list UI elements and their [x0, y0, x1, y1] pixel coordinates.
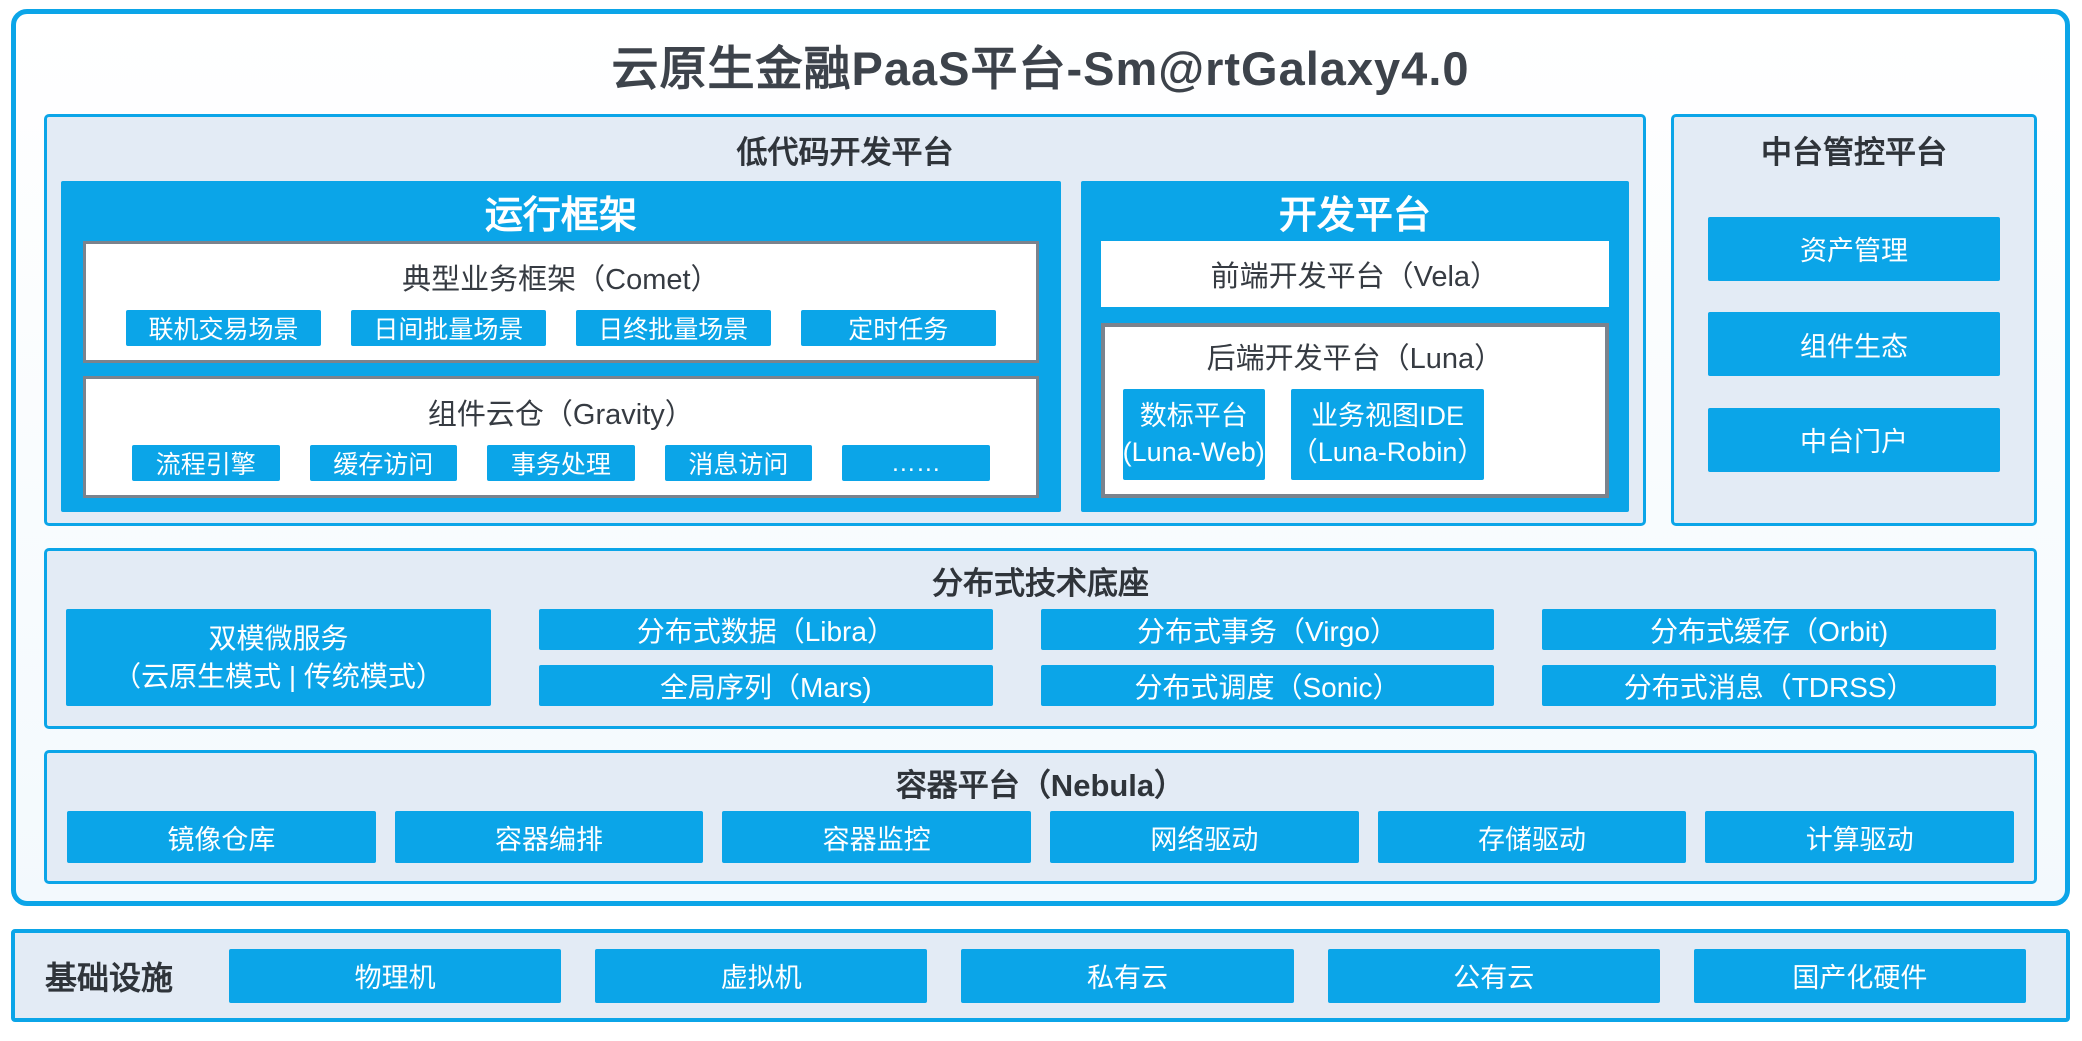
block-container-monitoring: 容器监控	[722, 811, 1032, 863]
dual-mode-line1: 双模微服务	[208, 622, 349, 654]
block-distributed-message-tdrss: 分布式消息（TDRSS）	[1542, 665, 1996, 706]
block-component-ecosystem: 组件生态	[1708, 312, 2000, 376]
block-scheduled-task: 定时任务	[800, 310, 996, 346]
block-online-transaction: 联机交易场景	[126, 310, 321, 346]
lowcode-header: 低代码开发平台	[736, 134, 954, 170]
container-platform-items: 镜像仓库 容器编排 容器监控 网络驱动 存储驱动 计算驱动	[47, 811, 2034, 881]
runtime-framework-panel: 运行框架 典型业务框架（Comet） 联机交易场景 日间批量场景 日终批量场景 …	[61, 181, 1061, 512]
block-midplatform-portal: 中台门户	[1708, 407, 2000, 472]
block-distributed-data-libra: 分布式数据（Libra）	[539, 609, 993, 650]
comet-title: 典型业务框架（Comet）	[402, 264, 720, 296]
dev-platform-title: 开发平台	[1278, 194, 1431, 237]
block-cache-access: 缓存访问	[309, 445, 458, 481]
block-container-orchestration: 容器编排	[394, 811, 704, 863]
block-distributed-cache-orbit: 分布式缓存（Orbit)	[1542, 609, 1996, 650]
section-container-platform: 容器平台（Nebula） 镜像仓库 容器编排 容器监控 网络驱动 存储驱动 计算…	[44, 750, 2037, 884]
block-luna-web: 数标平台 (Luna-Web)	[1122, 389, 1265, 480]
gravity-title: 组件云仓（Gravity）	[427, 399, 694, 431]
section-lowcode-platform: 低代码开发平台 运行框架 典型业务框架（Comet） 联机交易场景 日间批量场景…	[44, 114, 1646, 526]
block-message-access: 消息访问	[664, 445, 813, 481]
luna-items-row: 数标平台 (Luna-Web) 业务视图IDE （Luna-Robin）	[1122, 389, 1587, 480]
midplatform-header: 中台管控平台	[1761, 134, 1947, 170]
block-virtual-machine: 虚拟机	[595, 948, 928, 1003]
block-process-engine: 流程引擎	[132, 445, 280, 481]
block-ellipsis: ……	[842, 445, 990, 481]
distributed-grid: 双模微服务 （云原生模式 | 传统模式） 分布式数据（Libra） 分布式事务（…	[47, 609, 2034, 726]
block-luna-robin: 业务视图IDE （Luna-Robin）	[1290, 389, 1485, 480]
section-distributed-base: 分布式技术底座 双模微服务 （云原生模式 | 传统模式） 分布式数据（Libra…	[44, 548, 2037, 729]
infrastructure-label: 基础设施	[45, 959, 174, 996]
container-platform-header: 容器平台（Nebula）	[895, 767, 1186, 803]
distributed-header: 分布式技术底座	[932, 565, 1149, 601]
top-row: 低代码开发平台 运行框架 典型业务框架（Comet） 联机交易场景 日间批量场景…	[44, 114, 2037, 526]
block-daytime-batch: 日间批量场景	[350, 310, 546, 346]
section-midplatform-control: 中台管控平台 资产管理 组件生态 中台门户	[1671, 114, 2037, 526]
comet-items-row: 联机交易场景 日间批量场景 日终批量场景 定时任务	[126, 310, 996, 346]
gravity-items-row: 流程引擎 缓存访问 事务处理 消息访问 ……	[132, 445, 990, 481]
section-infrastructure: 基础设施 物理机 虚拟机 私有云 公有云 国产化硬件	[11, 929, 2070, 1022]
block-distributed-transaction-virgo: 分布式事务（Virgo）	[1040, 609, 1495, 650]
block-network-driver: 网络驱动	[1050, 811, 1359, 863]
block-eod-batch: 日终批量场景	[575, 310, 771, 346]
luna-robin-code: （Luna-Robin）	[1290, 436, 1485, 467]
frontend-vela-box: 前端开发平台（Vela）	[1100, 241, 1609, 307]
dev-platform-panel: 开发平台 前端开发平台（Vela） 后端开发平台（Luna） 数标平台 (Lun…	[1080, 181, 1629, 512]
luna-web-code: (Luna-Web)	[1122, 436, 1265, 467]
block-storage-driver: 存储驱动	[1377, 811, 1687, 863]
block-physical-machine: 物理机	[229, 948, 562, 1003]
luna-title: 后端开发平台（Luna）	[1206, 343, 1504, 375]
luna-web-name: 数标平台	[1139, 401, 1248, 432]
backend-luna-box: 后端开发平台（Luna） 数标平台 (Luna-Web) 业务视图IDE （Lu…	[1100, 323, 1609, 498]
block-image-registry: 镜像仓库	[67, 811, 376, 863]
block-asset-management: 资产管理	[1708, 216, 2000, 281]
comet-framework-box: 典型业务框架（Comet） 联机交易场景 日间批量场景 日终批量场景 定时任务	[83, 241, 1039, 363]
lowcode-panels: 运行框架 典型业务框架（Comet） 联机交易场景 日间批量场景 日终批量场景 …	[47, 181, 1643, 528]
runtime-framework-title: 运行框架	[484, 194, 637, 237]
block-private-cloud: 私有云	[961, 948, 1294, 1003]
block-distributed-scheduling-sonic: 分布式调度（Sonic）	[1040, 665, 1495, 706]
block-global-sequence-mars: 全局序列（Mars)	[539, 665, 993, 706]
gravity-warehouse-box: 组件云仓（Gravity） 流程引擎 缓存访问 事务处理 消息访问 ……	[83, 376, 1039, 498]
block-public-cloud: 公有云	[1327, 948, 1660, 1003]
block-transaction-processing: 事务处理	[487, 445, 635, 481]
page-title: 云原生金融PaaS平台-Sm@rtGalaxy4.0	[611, 41, 1470, 95]
midplatform-items: 资产管理 组件生态 中台门户	[1674, 181, 2034, 523]
luna-robin-name: 业务视图IDE	[1311, 401, 1465, 432]
block-domestic-hardware: 国产化硬件	[1693, 948, 2027, 1003]
outer-frame: 云原生金融PaaS平台-Sm@rtGalaxy4.0 低代码开发平台 运行框架 …	[11, 9, 2070, 906]
block-compute-driver: 计算驱动	[1705, 811, 2015, 863]
block-dual-mode-microservice: 双模微服务 （云原生模式 | 传统模式）	[66, 609, 491, 706]
dual-mode-line2: （云原生模式 | 传统模式）	[113, 660, 444, 692]
